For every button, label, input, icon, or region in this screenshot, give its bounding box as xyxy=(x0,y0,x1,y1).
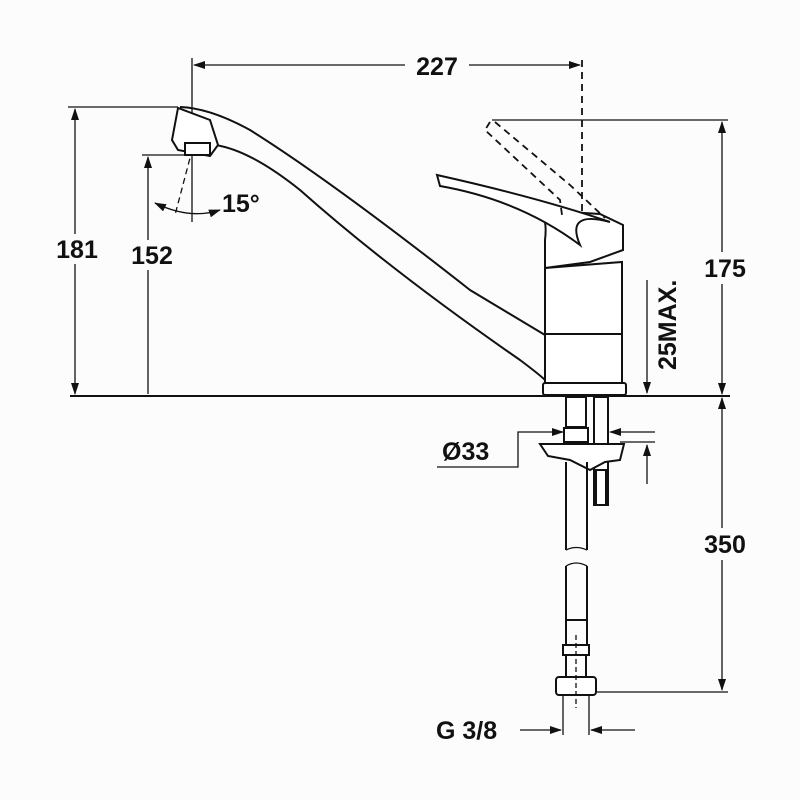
lever-handle xyxy=(435,173,611,249)
max-thickness-label: 25MAX. xyxy=(654,280,682,370)
reach-label: 227 xyxy=(416,53,458,81)
hose-length-label: 350 xyxy=(704,531,746,559)
aerator-tip xyxy=(184,142,211,156)
hole-diameter-label: Ø33 xyxy=(442,438,489,466)
spout xyxy=(170,106,546,381)
dimension-thread: G 3/8 xyxy=(436,717,635,745)
dimension-spout-angle: 15° xyxy=(154,110,260,222)
spout-angle-label: 15° xyxy=(222,190,260,218)
dimension-total-height: 181 xyxy=(50,106,178,395)
body-base xyxy=(542,382,627,396)
dimension-reach: 227 xyxy=(191,50,581,110)
lever-open-position xyxy=(483,121,606,219)
hose-connector xyxy=(565,396,587,428)
total-height-label: 181 xyxy=(56,236,98,264)
spout-height-label: 152 xyxy=(131,242,173,270)
lever-height-label: 175 xyxy=(704,255,746,283)
thread-label: G 3/8 xyxy=(436,717,497,745)
faucet-body xyxy=(435,173,627,396)
dimension-lever-height: 175 xyxy=(492,119,755,395)
supply-hose xyxy=(555,462,597,735)
dimension-hole-diameter: Ø33 xyxy=(437,428,655,468)
mounting-assembly xyxy=(538,396,626,506)
dimension-max-thickness: 25MAX. xyxy=(620,280,682,484)
mounting-plate xyxy=(538,443,626,472)
dimension-hose-length: 350 xyxy=(596,397,755,693)
dimension-spout-height: 152 xyxy=(124,154,190,394)
